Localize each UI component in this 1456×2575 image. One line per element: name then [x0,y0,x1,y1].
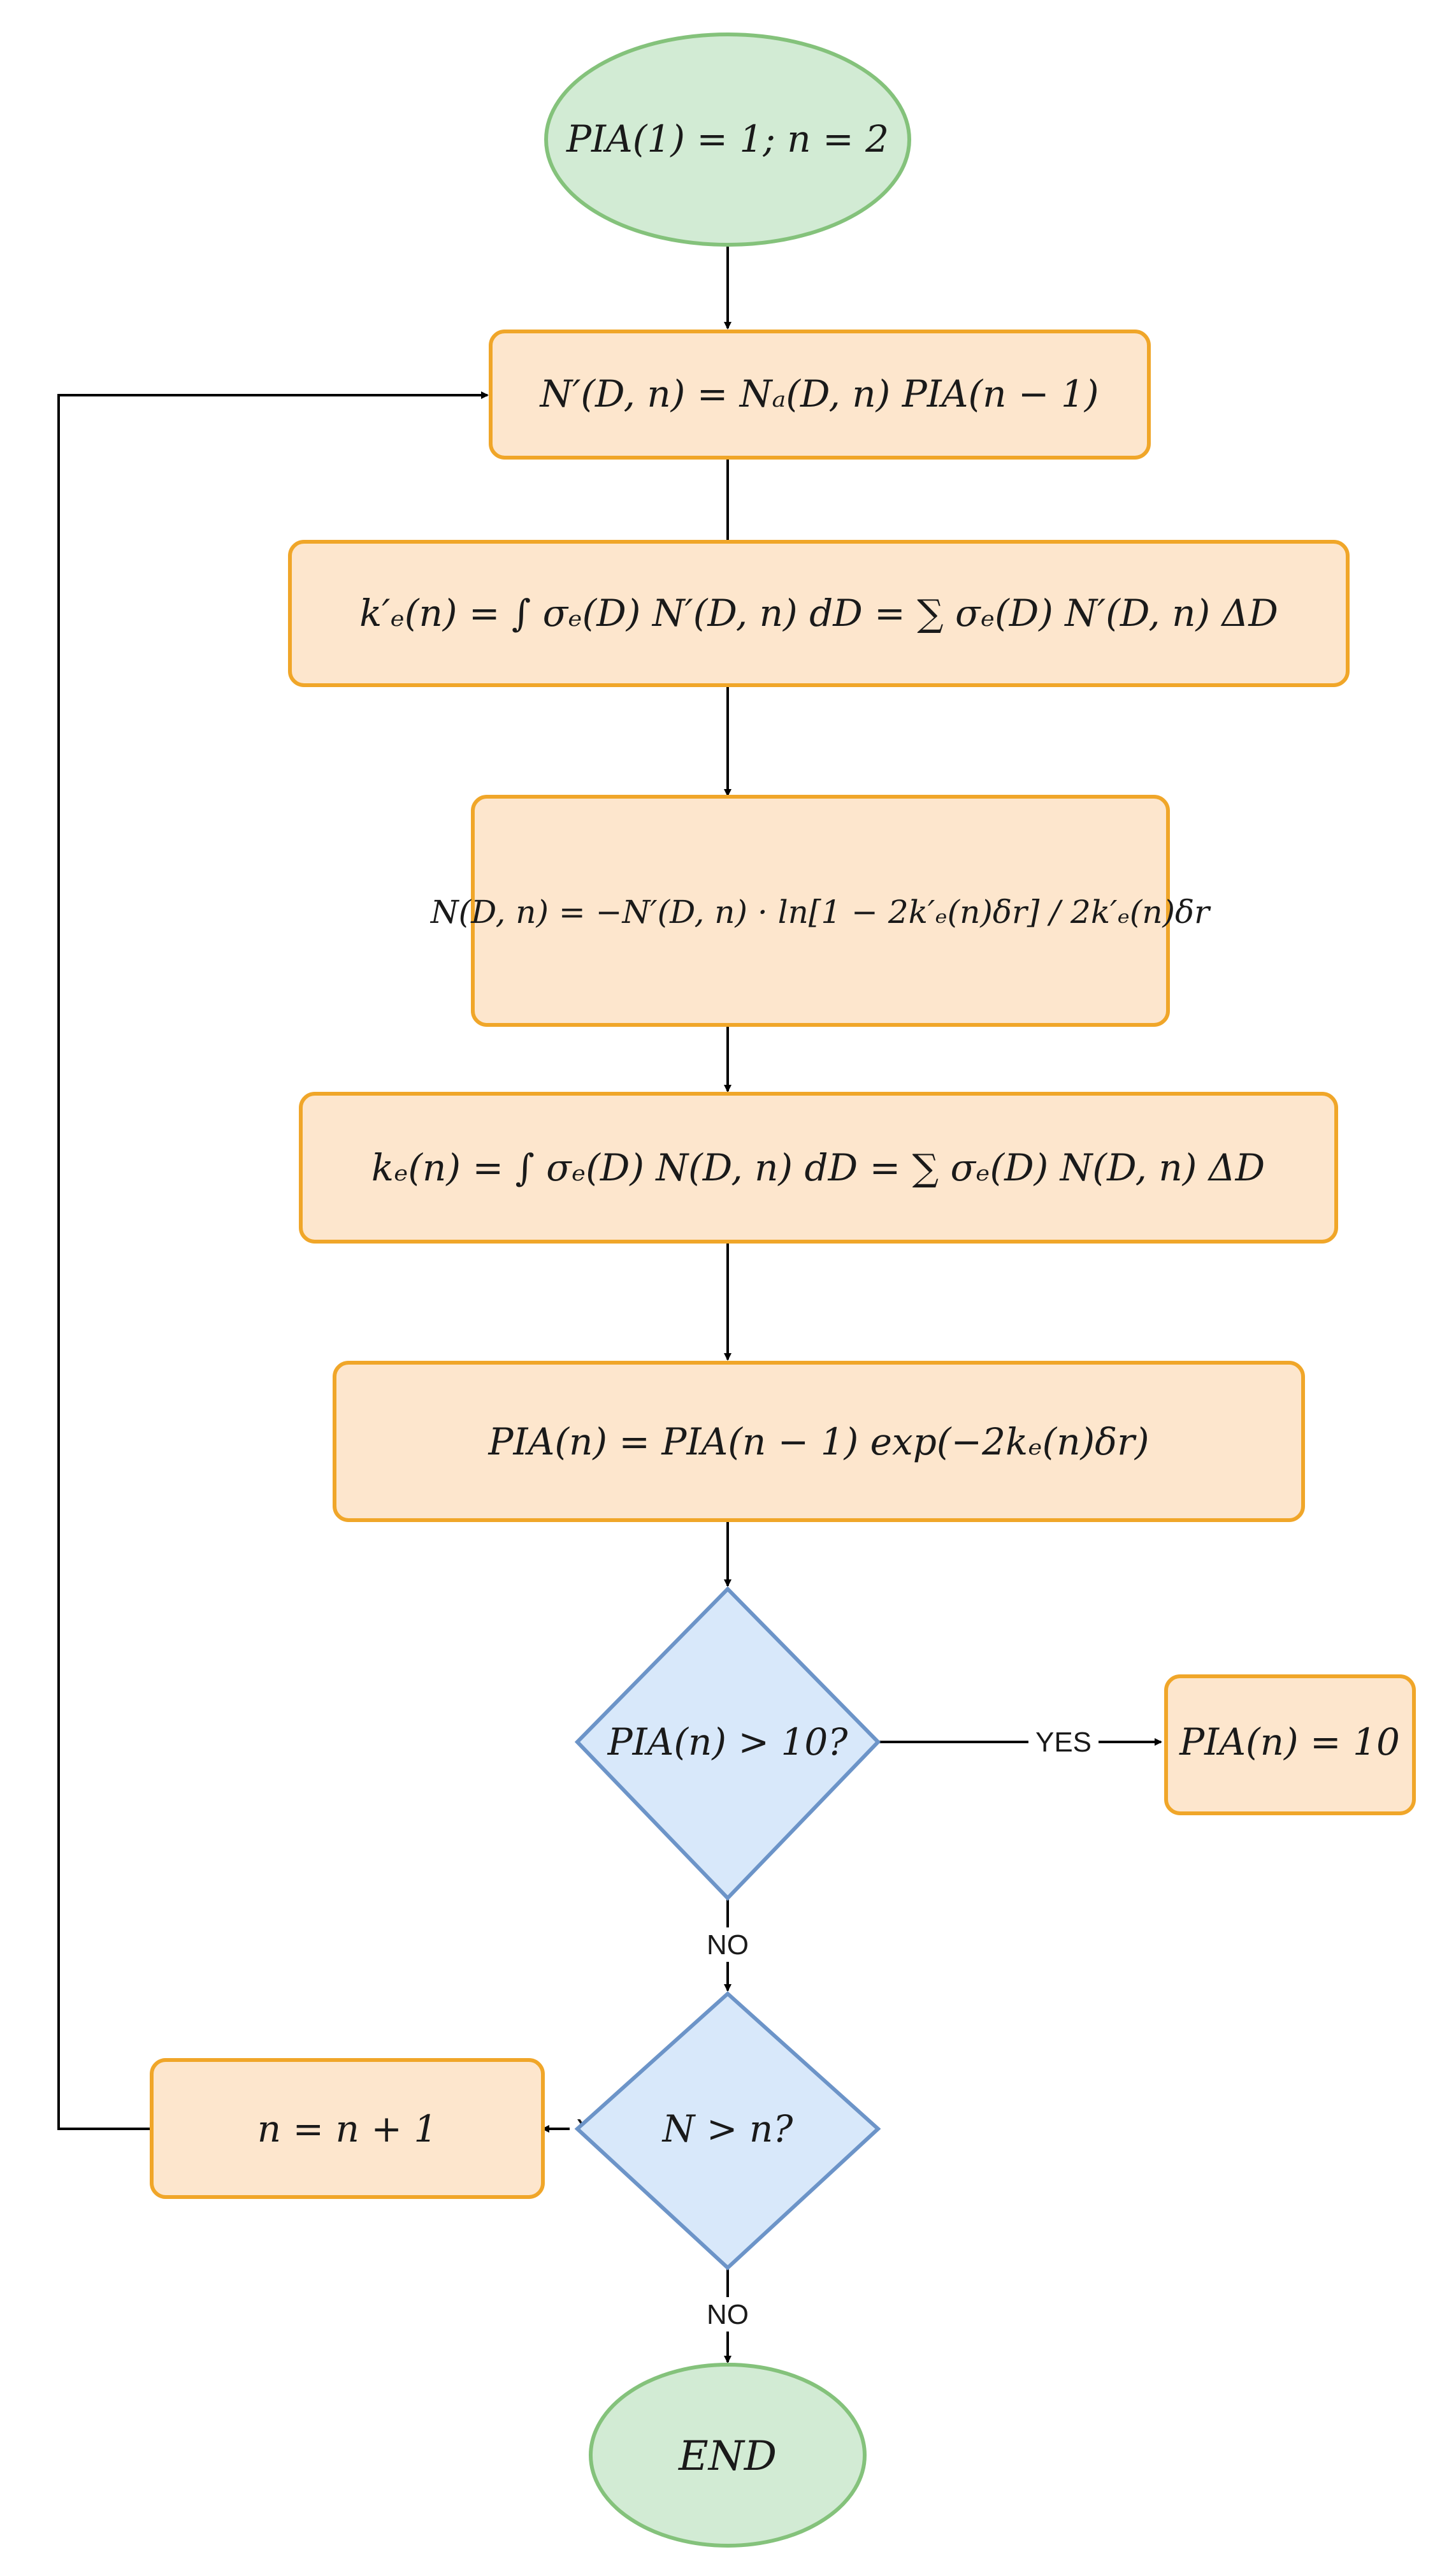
start-label: PIA(1) = 1; n = 2 [566,117,889,161]
increment-label: n = n + 1 [257,2107,438,2151]
edge-increment-loop-back [57,391,489,2130]
connectors [57,245,1162,2363]
pia-cap-node: PIA(n) = 10 [1164,1674,1416,1815]
end-ellipse [589,2363,867,2548]
increment-node: n = n + 1 [150,2058,545,2199]
edge-label-no-1-group: NO [697,1927,758,1962]
edge-label-yes-1-group: YES [1028,1725,1099,1759]
edge-label-yes: YES [1035,1727,1092,1758]
ke-node: kₑ(n) = ∫ σₑ(D) N(D, n) dD = ∑ σₑ(D) N(D… [299,1092,1338,1244]
decision-n-diamond [574,1991,881,2271]
pia-cap-box [1164,1674,1416,1815]
ke-box [299,1092,1338,1244]
end-label: END [678,2433,777,2480]
edge-label-no: NO [707,2299,749,2330]
start-ellipse [544,33,911,247]
decision-pia-label: PIA(n) > 10? [607,1720,849,1764]
pia-label: PIA(n) = PIA(n − 1) exp(−2kₑ(n)δr) [488,1420,1150,1463]
n-corrected-label: N(D, n) = −N′(D, n) · ln[1 − 2k′ₑ(n)δr] … [430,894,1211,931]
ke-label: kₑ(n) = ∫ σₑ(D) N(D, n) dD = ∑ σₑ(D) N(D… [371,1146,1265,1189]
n-prime-node: N′(D, n) = Nₐ(D, n) PIA(n − 1) [489,330,1151,460]
pia-cap-label: PIA(n) = 10 [1179,1720,1400,1764]
n-prime-label: N′(D, n) = Nₐ(D, n) PIA(n − 1) [539,372,1099,416]
decision-n-node: N > n? [574,1991,881,2271]
decision-pia-node: PIA(n) > 10? [574,1586,881,1901]
pia-box [333,1361,1305,1522]
edge-label-no-2-group: NO [697,2297,758,2332]
ke-prime-box [288,540,1350,687]
ke-prime-label: k′ₑ(n) = ∫ σₑ(D) N′(D, n) dD = ∑ σₑ(D) N… [359,591,1278,635]
n-prime-box [489,330,1151,460]
decision-pia-diamond [574,1586,881,1901]
ke-prime-node: k′ₑ(n) = ∫ σₑ(D) N′(D, n) dD = ∑ σₑ(D) N… [288,540,1350,687]
n-corrected-node: N(D, n) = −N′(D, n) · ln[1 − 2k′ₑ(n)δr] … [430,795,1211,1027]
decision-n-label: N > n? [661,2107,794,2151]
end-node: END [589,2363,867,2548]
n-corrected-box [471,795,1170,1027]
start-node: PIA(1) = 1; n = 2 [544,33,911,247]
edge-label-no: NO [707,1929,749,1961]
increment-box [150,2058,545,2199]
pia-node: PIA(n) = PIA(n − 1) exp(−2kₑ(n)δr) [333,1361,1305,1522]
